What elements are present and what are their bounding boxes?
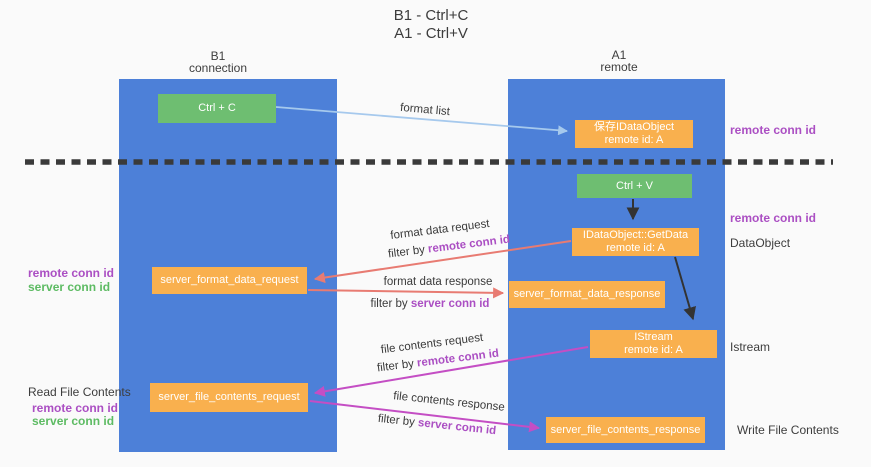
ctrl-c-label: Ctrl + C (198, 102, 236, 114)
getdata-line1: IDataObject::GetData (582, 229, 689, 241)
filter-by-text: filter by (387, 243, 429, 261)
server-conn-id-text: server conn id (417, 417, 497, 438)
remote-conn-id-left-bottom: remote conn id (32, 401, 119, 415)
server-conn-id-left-top: server conn id (28, 280, 111, 294)
remote-conn-id-right-mid: remote conn id (730, 211, 817, 225)
lane-b1-name: B1 (210, 49, 226, 63)
server-file-contents-response-label: server_file_contents_response (550, 423, 701, 436)
format-data-response-label: format data response (383, 276, 493, 288)
server-format-data-request-box: server_format_data_request (152, 267, 307, 294)
lane-header-b1: B1 connection (189, 50, 247, 74)
diagram-title: B1 - Ctrl+C A1 - Ctrl+V (394, 7, 469, 43)
istream-line1: IStream (634, 331, 673, 343)
save-dataobject-line1: 保存IDataObject (593, 121, 675, 133)
dataobject-label: DataObject (730, 236, 791, 250)
server-format-data-request-label: server_format_data_request (160, 274, 299, 286)
istream-line2: remote id: A (624, 344, 683, 356)
istream-box: IStream remote id: A (590, 330, 717, 358)
format-list-label: format list (399, 101, 451, 119)
save-dataobject-box: 保存IDataObject remote id: A (575, 120, 693, 148)
server-file-contents-request-label: server_file_contents_request (158, 391, 300, 403)
title-line-2: A1 - Ctrl+V (394, 25, 468, 42)
remote-conn-id-left-top: remote conn id (28, 266, 115, 280)
remote-conn-id-text: remote conn id (427, 233, 511, 256)
write-file-contents-label: Write File Contents (737, 423, 839, 437)
format-data-response-arrow (307, 287, 505, 299)
ctrl-v-label: Ctrl + V (616, 179, 653, 192)
file-contents-response-label: file contents response (392, 390, 506, 414)
title-line-1: B1 - Ctrl+C (393, 7, 469, 24)
server-conn-id-left-bottom: server conn id (32, 414, 115, 428)
filter-by-server-conn-id-label-2: filter by server conn id (377, 413, 496, 437)
remote-conn-id-text: remote conn id (416, 347, 500, 370)
lane-header-a1: A1 remote (600, 49, 637, 73)
server-conn-id-text: server conn id (410, 298, 490, 310)
filter-by-text: filter by (376, 357, 418, 375)
server-file-contents-response-box: server_file_contents_response (546, 417, 705, 443)
server-format-data-response-label: server_format_data_response (513, 288, 661, 300)
ctrl-v-box: Ctrl + V (577, 174, 692, 198)
remote-conn-id-right-top: remote conn id (730, 123, 817, 137)
filter-by-text: filter by (370, 298, 411, 310)
server-file-contents-request-box: server_file_contents_request (150, 383, 308, 412)
filter-by-server-conn-id-label-1: filter by server conn id (371, 298, 490, 310)
ctrl-c-box: Ctrl + C (158, 94, 276, 123)
istream-margin-label: Istream (730, 340, 771, 354)
idataobject-getdata-box: IDataObject::GetData remote id: A (572, 228, 699, 256)
lane-a1-role: remote (600, 60, 638, 74)
server-format-data-response-box: server_format_data_response (509, 281, 665, 308)
read-file-contents-label: Read File Contents (28, 385, 131, 399)
save-dataobject-line2: remote id: A (604, 134, 664, 146)
lane-a1-name: A1 (611, 48, 627, 62)
filter-by-text: filter by (377, 412, 419, 429)
lane-b1-role: connection (188, 61, 248, 75)
getdata-line2: remote id: A (606, 242, 665, 254)
